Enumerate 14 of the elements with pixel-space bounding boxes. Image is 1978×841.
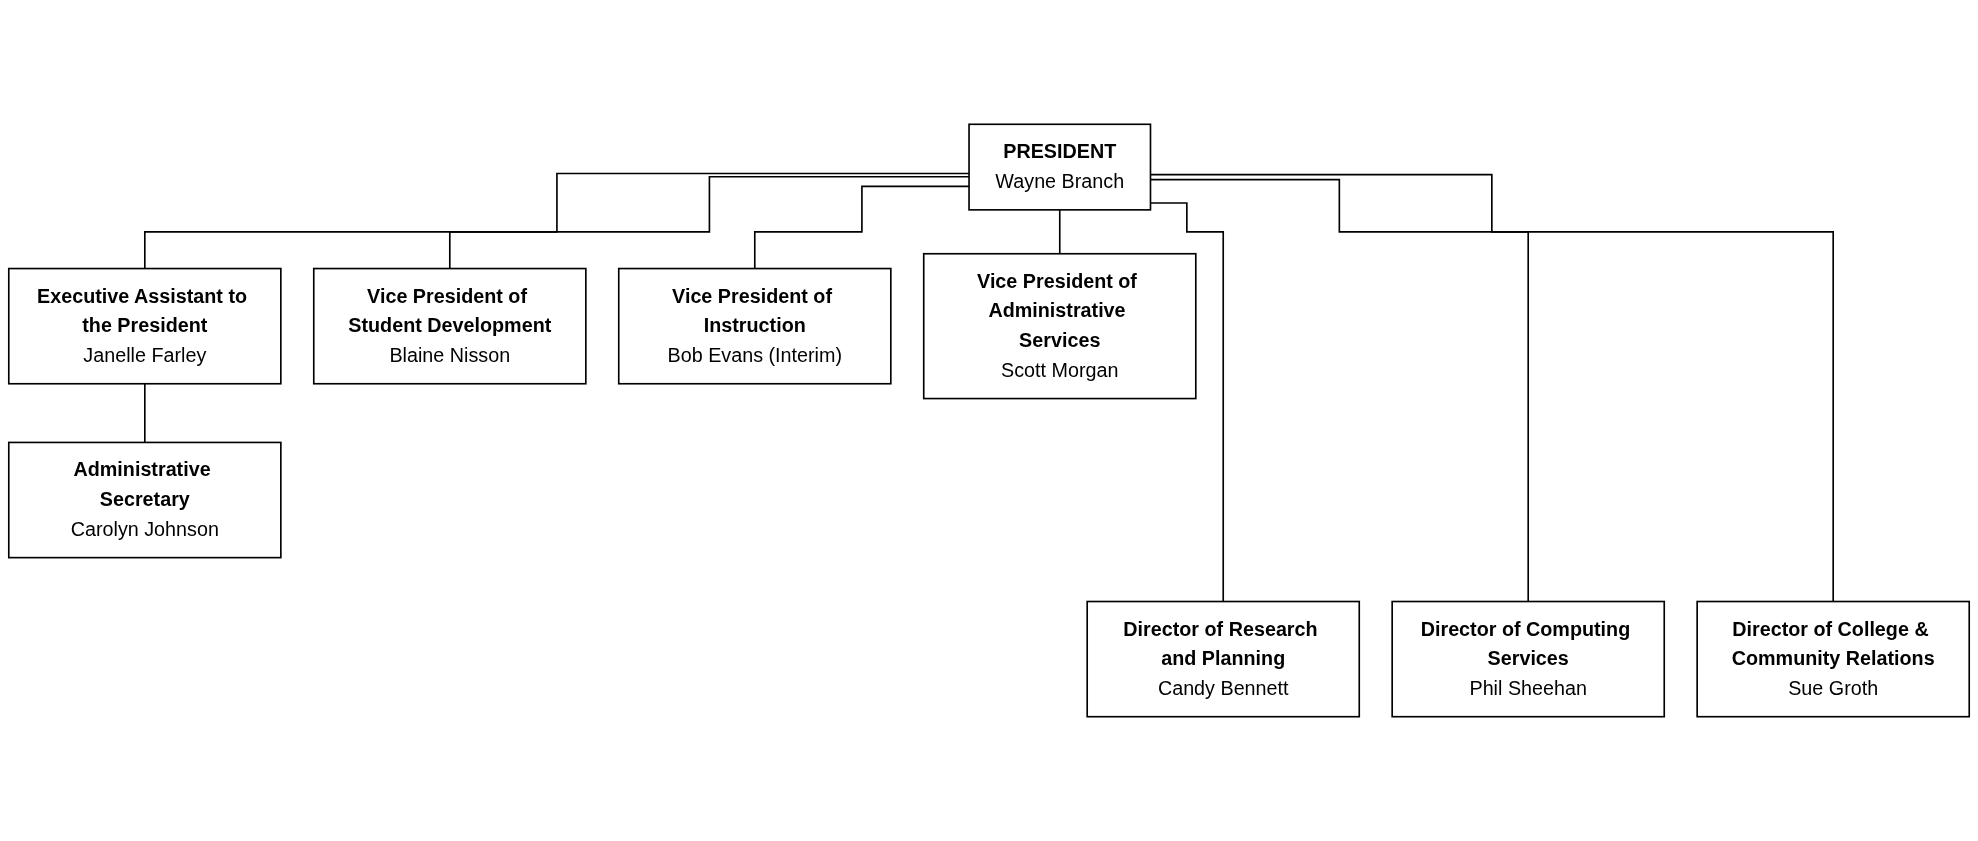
- node-box: Vice President of Student Development Blaine Nisson: [312, 267, 587, 385]
- node-box: Director of College & Community Relations Sue Groth: [1696, 600, 1971, 718]
- node-box: Director of Research and Planning Candy Bennett: [1086, 600, 1361, 718]
- connector: [144, 382, 146, 444]
- connector: [753, 185, 970, 270]
- node-box: Vice President of Instruction Bob Evans (Interim): [617, 267, 892, 385]
- node-box: PRESIDENT Wayne Branch: [968, 123, 1152, 211]
- node-box: Vice President of Administrative Services Scott Morgan: [922, 252, 1197, 400]
- node-box: Administrative Secretary Carolyn Johnson: [7, 441, 282, 559]
- connector: [144, 172, 970, 270]
- node-box: Executive Assistant to the President Janelle Farley: [7, 267, 282, 385]
- connector: [1058, 209, 1061, 255]
- connector: [448, 175, 970, 270]
- node-box: Director of Computing Services Phil Sheehan: [1391, 600, 1666, 718]
